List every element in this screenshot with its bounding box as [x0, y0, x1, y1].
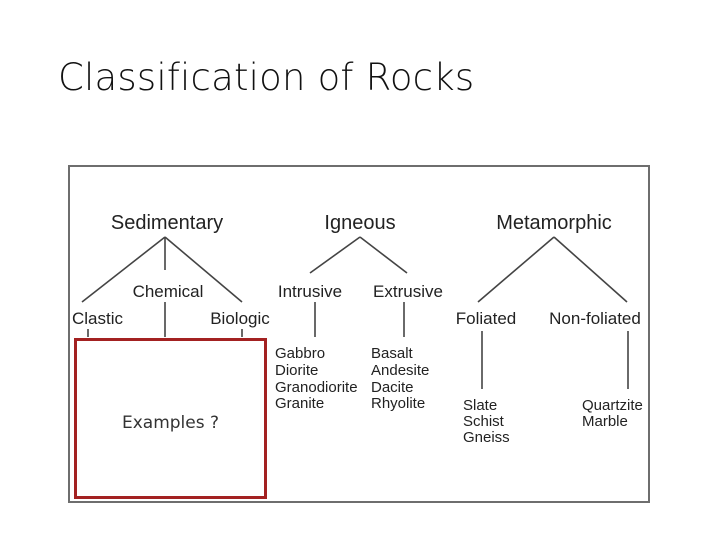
node-intrusive: Intrusive — [278, 282, 342, 301]
diagram-canvas: Sedimentary Igneous Metamorphic Chemical… — [72, 212, 643, 446]
example-foliated: Schist — [463, 413, 505, 430]
node-non-foliated: Non-foliated — [549, 309, 641, 328]
node-chemical: Chemical — [133, 282, 204, 301]
example-non-foliated: Marble — [582, 413, 628, 430]
example-intrusive: Diorite — [275, 362, 318, 379]
example-extrusive: Andesite — [371, 362, 429, 379]
node-foliated: Foliated — [456, 309, 516, 328]
node-metamorphic: Metamorphic — [496, 212, 612, 234]
examples-question-label: Examples ? — [121, 413, 220, 433]
example-extrusive: Rhyolite — [371, 395, 425, 412]
edge-igneous-intrusive — [309, 236, 361, 274]
node-sedimentary: Sedimentary — [111, 212, 223, 234]
edge-metamorphic-foliated — [477, 236, 555, 303]
edge-igneous-extrusive — [359, 236, 408, 274]
example-extrusive: Dacite — [371, 379, 414, 396]
slide-title: Classification of Rocks — [58, 56, 475, 99]
node-clastic: Clastic — [72, 309, 124, 328]
example-non-foliated: Quartzite — [582, 397, 643, 414]
example-foliated: Slate — [463, 397, 497, 414]
edge-sedimentary-clastic — [81, 236, 166, 303]
node-extrusive: Extrusive — [373, 282, 443, 301]
example-extrusive: Basalt — [371, 345, 414, 362]
edge-sedimentary-biologic — [164, 236, 243, 303]
example-intrusive: Granite — [275, 395, 324, 412]
examples-overlay-box: Examples ? — [74, 338, 267, 499]
node-igneous: Igneous — [324, 212, 395, 234]
example-foliated: Gneiss — [463, 429, 510, 446]
edge-metamorphic-nonfoliated — [553, 236, 628, 303]
node-biologic: Biologic — [210, 309, 270, 328]
example-intrusive: Granodiorite — [275, 379, 358, 396]
example-intrusive: Gabbro — [275, 345, 325, 362]
